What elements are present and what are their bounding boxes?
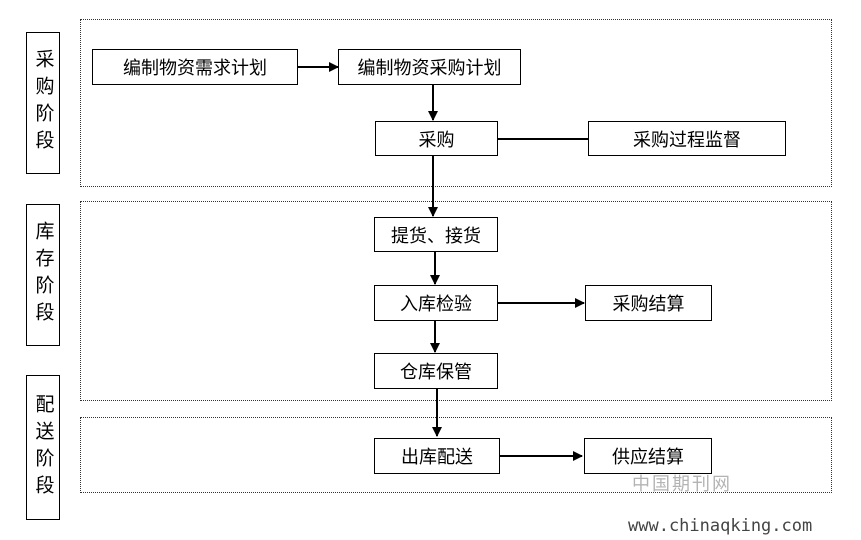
node-purchase-settlement: 采购结算 (585, 285, 712, 321)
node-inspection: 入库检验 (374, 285, 498, 321)
node-purchase-plan: 编制物资采购计划 (338, 49, 521, 85)
stage-label-distribution: 配送阶段 (26, 375, 60, 520)
watermark-url: www.chinaqking.com (628, 516, 813, 536)
node-delivery: 出库配送 (374, 438, 500, 474)
stage-label-storage: 库存阶段 (26, 204, 60, 346)
node-pickup: 提货、接货 (374, 217, 498, 252)
watermark-chinese: 中国期刊网 (632, 474, 732, 495)
node-purchase: 采购 (375, 121, 498, 156)
procurement-region (80, 19, 832, 187)
stage-label-procurement: 采购阶段 (26, 32, 60, 174)
node-storage-custody: 仓库保管 (374, 353, 498, 389)
storage-region (80, 201, 832, 401)
node-supply-settlement: 供应结算 (584, 438, 712, 474)
node-demand-plan: 编制物资需求计划 (92, 49, 298, 85)
distribution-region (80, 417, 832, 493)
node-supervision: 采购过程监督 (588, 121, 786, 156)
